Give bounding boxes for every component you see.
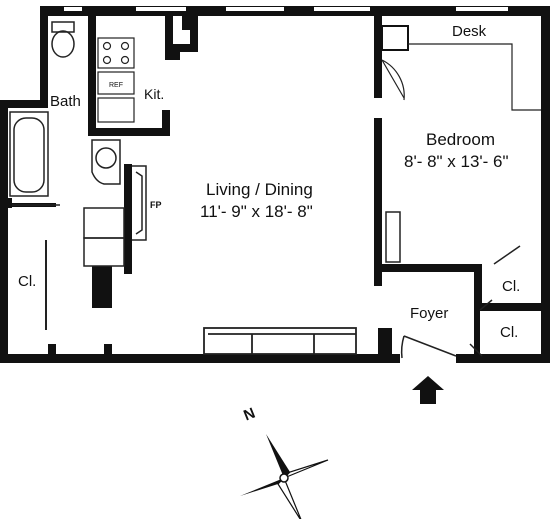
sink-icon [91, 139, 121, 185]
bedroom-door [381, 59, 405, 101]
foyer-column [378, 328, 392, 358]
chimney-base [92, 266, 112, 308]
refrigerator-label: REF [109, 82, 123, 89]
living-dining-size: 11'- 9" x 18'- 8" [200, 202, 313, 221]
right-wall [541, 6, 550, 363]
closet-right-lower-label: Cl. [500, 324, 519, 341]
window-5 [456, 7, 508, 11]
window-4 [314, 7, 370, 11]
bottom-column-2 [104, 344, 112, 356]
bedroom-wall-top [374, 16, 382, 98]
toilet-icon [51, 21, 75, 58]
window-2 [136, 7, 186, 11]
kitchen-right-wall-bottom [162, 110, 170, 136]
bathtub-icon [9, 111, 49, 197]
bedroom-built-in [385, 211, 401, 263]
compass-rose-icon [240, 434, 329, 519]
window-1 [64, 7, 82, 11]
left-step [0, 100, 48, 108]
living-dining-label: Living / Dining [206, 180, 313, 199]
closet-lower-left-wall [474, 311, 480, 359]
built-ins [83, 207, 125, 267]
bottom-wall-right [456, 354, 550, 363]
kitchen-label: Kit. [144, 86, 165, 102]
bedroom-label: Bedroom [426, 130, 495, 149]
closet-right-upper-label: Cl. [502, 278, 521, 295]
bath-bottom-wall [8, 198, 12, 208]
exterior-walls [0, 6, 550, 363]
bedroom-bottom-wall [374, 264, 474, 272]
bath-label: Bath [50, 93, 81, 110]
refrigerator: REF [97, 71, 135, 95]
bath-kitchen-wall [88, 16, 96, 136]
bedroom-door-jamb [381, 25, 409, 51]
top-wall [40, 6, 550, 16]
closet-upper-door [493, 245, 521, 265]
bottom-wall-left [0, 354, 400, 363]
bedroom-wall-bottom [374, 118, 382, 286]
closet-upper-bottom-wall [474, 303, 550, 311]
kitchen-jog [165, 44, 198, 60]
chimney [124, 164, 132, 274]
bottom-column-1 [48, 344, 56, 356]
interior-walls [8, 16, 550, 359]
entry-arrow-icon [412, 376, 444, 404]
window-3 [226, 7, 284, 11]
kitchen-bottom-wall [88, 128, 168, 136]
kitchen-counter [97, 97, 135, 123]
kitchen-right-wall-top [165, 16, 173, 50]
fireplace-label: FP [150, 200, 162, 210]
entry-door [400, 335, 457, 359]
desk-outline [408, 43, 541, 111]
fireplace [132, 165, 147, 241]
closet-upper-left-wall [474, 264, 482, 310]
stove-icon [97, 37, 135, 69]
left-upper-wall [40, 6, 48, 102]
left-wall [0, 100, 8, 363]
foyer-label: Foyer [410, 305, 449, 322]
kitchen-jog-2 [182, 16, 198, 44]
closet-lower-door [469, 299, 493, 357]
bedroom-size: 8'- 8" x 13'- 6" [404, 152, 509, 171]
closet-left-label: Cl. [18, 273, 37, 290]
living-window-seat [203, 327, 357, 355]
desk-label: Desk [452, 23, 487, 40]
